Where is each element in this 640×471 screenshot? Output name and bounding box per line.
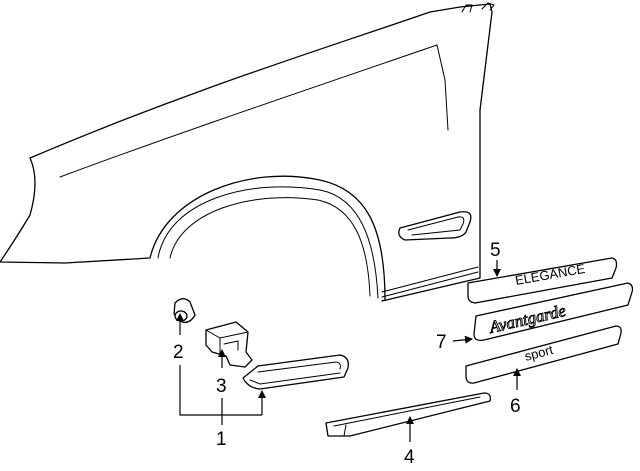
- callout-4: 4: [404, 447, 415, 468]
- front-fender: [0, 2, 495, 302]
- callout-2: 2: [173, 342, 184, 363]
- grommet-part: [173, 298, 196, 323]
- sport-badge: sport: [465, 325, 622, 384]
- callout-numbers: 1 2 3 4 5 6 7: [173, 240, 521, 468]
- callout-7: 7: [436, 332, 447, 353]
- leader-lines: [176, 260, 521, 442]
- side-marker-housing-part: [242, 354, 349, 390]
- molding-strip-part: [325, 392, 492, 437]
- callout-5: 5: [490, 240, 501, 261]
- sport-badge-label: sport: [523, 342, 555, 364]
- callout-3: 3: [216, 376, 227, 397]
- callout-1: 1: [216, 429, 227, 450]
- leader-7: [452, 335, 473, 344]
- callout-6: 6: [510, 396, 521, 417]
- leader-1-bracket: [179, 365, 262, 416]
- side-marker-lamp: [398, 211, 472, 241]
- retainer-bracket-part: [205, 321, 253, 368]
